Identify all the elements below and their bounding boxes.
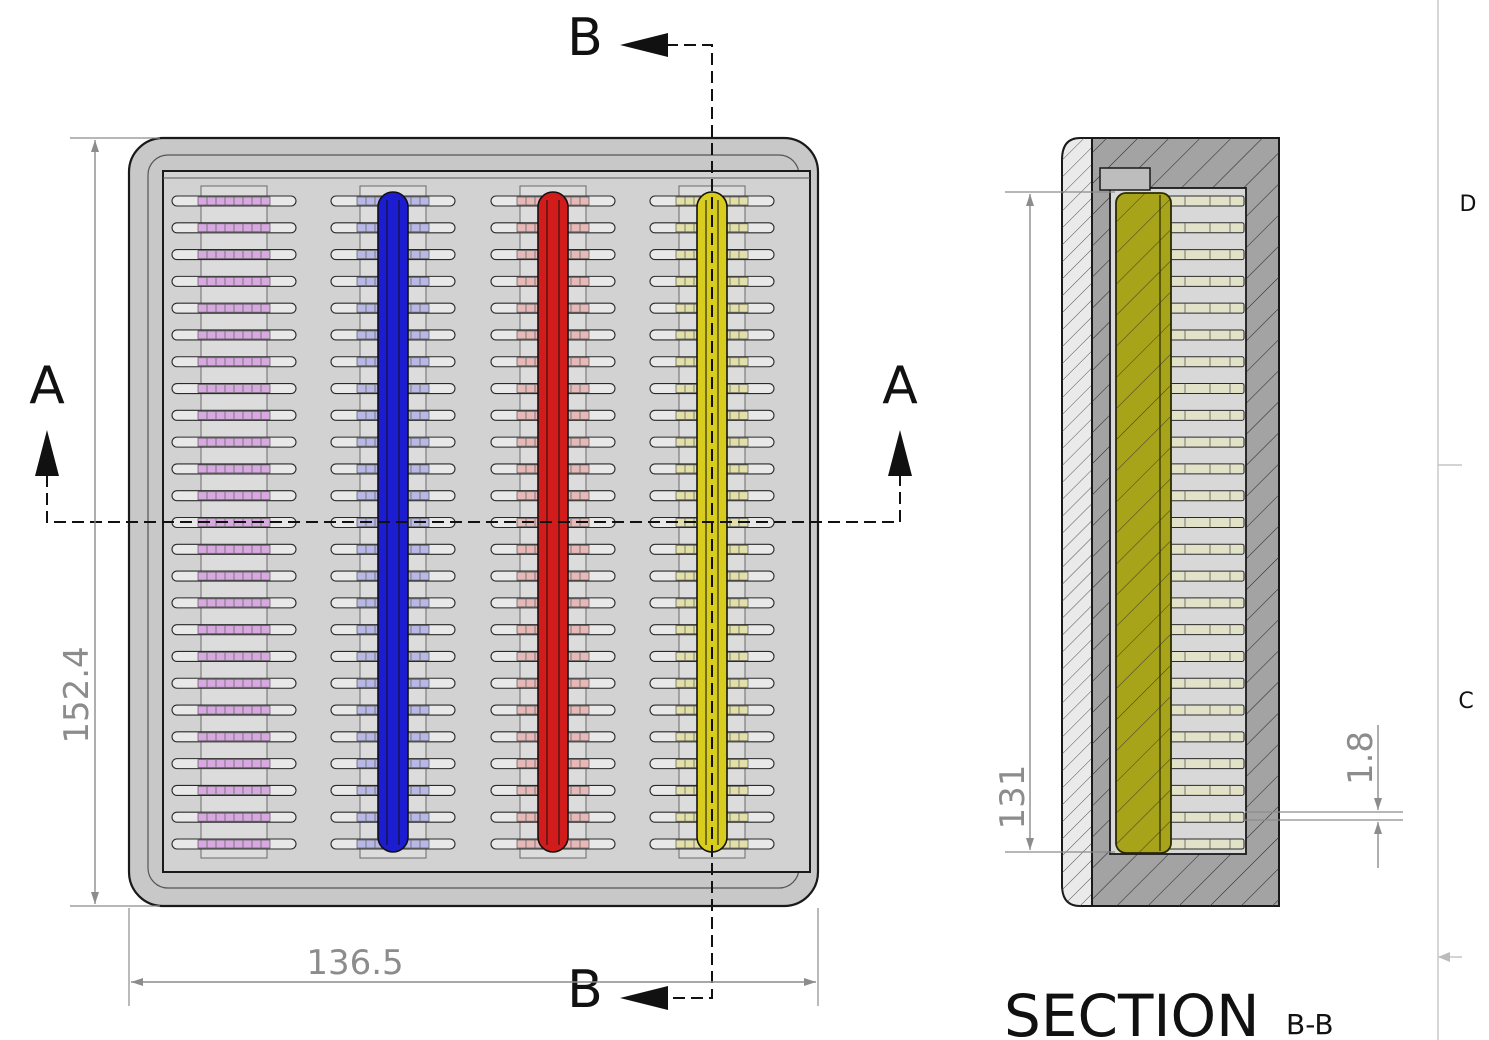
section-slot xyxy=(1167,650,1245,662)
slot xyxy=(171,597,297,609)
slot xyxy=(171,570,297,582)
dimension-inner-height: 131 xyxy=(993,191,1115,853)
section-slot xyxy=(1167,597,1245,609)
slot xyxy=(171,543,297,555)
slot xyxy=(171,275,297,287)
slot xyxy=(171,704,297,716)
arrow-a-right-icon xyxy=(888,430,912,476)
section-slot xyxy=(1167,570,1245,582)
section-slot xyxy=(1167,275,1245,287)
slot xyxy=(171,677,297,689)
sheet-border: D C xyxy=(1437,0,1477,1040)
section-slot xyxy=(1167,543,1245,555)
slot xyxy=(171,490,297,502)
section-a-label-left: A xyxy=(29,356,65,416)
dimension-width: 136.5 xyxy=(128,908,819,1006)
section-slot xyxy=(1167,463,1245,475)
section-slot xyxy=(1167,731,1245,743)
slot xyxy=(171,784,297,796)
section-slot xyxy=(1167,249,1245,261)
section-slot xyxy=(1167,624,1245,636)
dimension-height-value: 152.4 xyxy=(57,646,97,743)
slot xyxy=(171,409,297,421)
section-slot xyxy=(1167,517,1245,528)
slot xyxy=(171,302,297,314)
slot xyxy=(171,222,297,234)
section-slot xyxy=(1167,758,1245,770)
dimension-inner-height-value: 131 xyxy=(993,765,1033,830)
slot xyxy=(171,249,297,261)
section-slot xyxy=(1167,784,1245,796)
rods-layer xyxy=(377,191,728,853)
section-slot xyxy=(1167,302,1245,314)
section-line-a: A A xyxy=(29,356,918,523)
dimension-width-value: 136.5 xyxy=(306,943,403,983)
section-slot xyxy=(1167,436,1245,448)
dimension-pitch-value: 1.8 xyxy=(1341,731,1381,785)
slot xyxy=(171,811,297,823)
section-step xyxy=(1099,167,1151,191)
arrow-b-top-icon xyxy=(620,33,668,57)
section-slot xyxy=(1167,490,1245,502)
slot xyxy=(171,195,297,207)
section-slot xyxy=(1167,838,1245,850)
section-title-block: SECTION B-B xyxy=(1004,982,1334,1040)
slot xyxy=(171,382,297,395)
section-b-label-top: B xyxy=(567,8,603,68)
zone-label-lower: C xyxy=(1458,689,1473,714)
slot xyxy=(171,356,297,368)
section-slot xyxy=(1167,677,1245,689)
slot xyxy=(171,758,297,770)
section-slot xyxy=(1167,704,1245,716)
slot xyxy=(171,436,297,448)
section-title-suffix: B-B xyxy=(1286,1008,1334,1040)
section-line-b: B B xyxy=(567,8,713,1020)
zone-label-upper: D xyxy=(1460,192,1477,217)
slot xyxy=(171,650,297,663)
slot xyxy=(171,329,297,341)
section-rod-hatch xyxy=(1116,193,1171,853)
section-a-label-right: A xyxy=(882,356,918,416)
border-arrow-icon xyxy=(1438,952,1450,962)
section-title: SECTION xyxy=(1004,982,1260,1040)
section-b-label-bottom: B xyxy=(567,960,603,1020)
section-slot xyxy=(1167,222,1245,234)
dimension-height: 152.4 xyxy=(57,137,160,907)
section-view xyxy=(1061,137,1280,907)
slot xyxy=(171,463,297,475)
slot xyxy=(171,838,297,850)
section-slots xyxy=(1167,195,1245,850)
dimension-pitch: 1.8 xyxy=(1245,725,1403,868)
section-lid-hatch xyxy=(1062,138,1092,906)
arrow-a-left-icon xyxy=(35,430,59,476)
arrow-b-bottom-icon xyxy=(620,986,668,1010)
slot xyxy=(171,731,297,743)
section-slot xyxy=(1167,409,1245,421)
section-slot xyxy=(1167,811,1245,823)
section-slot xyxy=(1167,383,1245,395)
section-slot xyxy=(1167,329,1245,341)
section-slot xyxy=(1167,195,1245,207)
slot xyxy=(171,624,297,636)
section-slot xyxy=(1167,356,1245,368)
